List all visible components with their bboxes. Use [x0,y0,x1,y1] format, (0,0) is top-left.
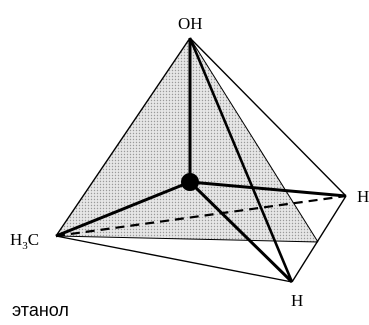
bond-to-right [189,180,347,198]
central-atom [181,173,199,191]
shaded-face [56,38,318,242]
bond-to-bottom [188,180,294,284]
label-top-oh: OH [178,14,203,33]
caption-ethanol: этанол [12,300,69,320]
edge-top-left [55,37,191,237]
edge-top-right [189,37,347,197]
label-left-h3c: H3C [10,230,39,252]
bond-to-left [55,180,191,238]
edge-right-bottom [291,195,347,283]
edge-top-bottom-bold [188,37,294,283]
edge-left-bottom [55,235,293,283]
shade-edge-right [189,37,319,243]
label-bottom-h: H [291,291,303,310]
edge-left-right-hidden [55,194,347,238]
label-right-h: H [357,187,369,206]
